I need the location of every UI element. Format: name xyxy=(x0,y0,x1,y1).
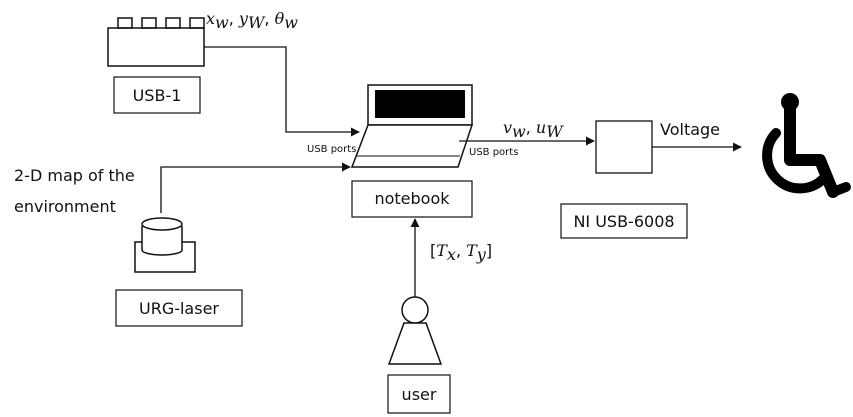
laptop-icon xyxy=(350,84,474,168)
daq-label: NI USB-6008 xyxy=(573,212,674,231)
person-icon xyxy=(387,296,443,365)
map-label-line1: 2-D map of the xyxy=(14,166,135,185)
map-label-line2: environment xyxy=(14,197,116,216)
usb-device-icon xyxy=(107,17,205,67)
laser-to-laptop-arrow xyxy=(160,162,351,213)
wheelchair-icon xyxy=(762,93,851,198)
user-label: user xyxy=(402,385,437,404)
usb1-output-label: xw, yW, θw xyxy=(206,9,298,32)
daq-label-box: NI USB-6008 xyxy=(560,203,688,239)
laser-label: URG-laser xyxy=(139,299,219,318)
user-box: user xyxy=(387,374,451,414)
usb-ports-label-left: USB ports xyxy=(307,144,356,155)
daq-device-box xyxy=(595,120,653,174)
laser-box: URG-laser xyxy=(115,289,243,327)
notebook-label: notebook xyxy=(374,189,450,208)
notebook-box: notebook xyxy=(351,180,473,218)
velocity-label: vw, uW xyxy=(503,118,564,141)
usb1-to-laptop-arrow xyxy=(204,46,360,137)
voltage-label: Voltage xyxy=(660,120,720,139)
usb-ports-label-right: USB ports xyxy=(469,147,518,158)
laser-scanner-icon xyxy=(134,217,196,273)
target-label: [Tx, Ty] xyxy=(430,241,492,264)
usb1-label: USB-1 xyxy=(133,86,182,105)
usb1-box: USB-1 xyxy=(113,76,201,114)
